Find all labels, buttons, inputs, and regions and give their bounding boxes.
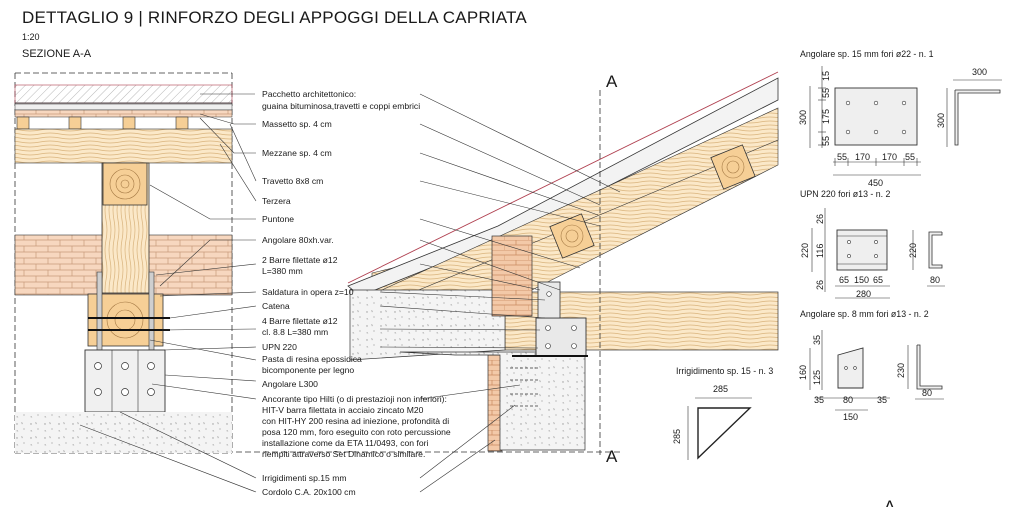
detail-angolare-8: Angolare sp. 8 mm fori ø13 - n. 2 35 125… [798,309,944,422]
upn-hdim-2: 65 [873,275,883,285]
callout-travetto: Travetto 8x8 cm [262,176,323,186]
angolare-15-width: 450 [868,178,883,188]
angolare-8-height: 160 [798,365,808,380]
irrigidimento-caption: Irrigidimento sp. 15 - n. 3 [676,366,773,376]
callout-labels: Pacchetto architettonico: guaina bitumin… [262,89,451,497]
page-title: DETTAGLIO 9 | RINFORZO DEGLI APPOGGI DEL… [22,8,527,27]
upn-side-height: 220 [908,243,918,258]
callout-resina-detail: bicomponente per legno [262,365,354,375]
section-label: SEZIONE A-A [22,48,92,60]
angolare-8-side-width: 80 [922,388,932,398]
callout-resina: Pasta di resina epossidica [262,354,362,364]
upn-side-width: 80 [930,275,940,285]
callout-barre-4-spec: cl. 8.8 L=380 mm [262,327,328,337]
callout-ancorante-line2: con HIT-HY 200 resina ad iniezione, prof… [262,416,449,426]
callout-barre-4: 4 Barre filettate ø12 [262,316,338,326]
angolare-15-side-height: 300 [936,113,946,128]
callout-mezzane: Mezzane sp. 4 cm [262,148,332,158]
upn-caption: UPN 220 fori ø13 - n. 2 [800,189,891,199]
callout-irrigidimenti: Irrigidimenti sp.15 mm [262,473,347,483]
angolare-15-hdim-0: 55 [837,152,847,162]
callout-massetto: Massetto sp. 4 cm [262,119,332,129]
angolare-8-hdim-1: 80 [843,395,853,405]
callout-ancorante-line4: installazione come da ETA 11/0493, con f… [262,438,428,448]
callout-ancorante-line5: riempiti attraverso Set Dinamico o simil… [262,449,425,459]
angolare-15-side-width: 300 [972,67,987,77]
irrigidimento-height: 285 [672,429,682,444]
angolare-15-vdim-1: 55 [821,88,831,98]
upn-vdim-2: 26 [815,280,825,290]
callout-barre-2-length: L=380 mm [262,266,303,276]
upn-width: 280 [856,289,871,299]
upn-vdim-0: 26 [815,214,825,224]
detail-angolare-15: Angolare sp. 15 mm fori ø22 - n. 1 15 55… [798,49,1002,188]
callout-pacchetto: Pacchetto architettonico: [262,89,356,99]
angolare-15-height: 300 [798,110,808,125]
callout-angolare-l300: Angolare L300 [262,379,318,389]
middle-section: A A A [236,71,896,507]
callout-upn: UPN 220 [262,342,297,352]
angolare-15-vdim-0: 15 [821,71,831,81]
angolare-15-hdim-3: 55 [905,152,915,162]
detail-upn: UPN 220 fori ø13 - n. 2 26 116 26 220 65… [800,189,945,299]
angolare-8-caption: Angolare sp. 8 mm fori ø13 - n. 2 [800,309,929,319]
angolare-8-hdim-0: 35 [814,395,824,405]
callout-angolare-80: Angolare 80xh.var. [262,235,334,245]
left-section [14,72,233,454]
callout-cordolo: Cordolo C.A. 20x100 cm [262,487,356,497]
angolare-15-hdim-1: 170 [855,152,870,162]
travetti-row [16,116,189,130]
section-mark-corner: A [884,497,896,507]
angolare-8-vdim-1: 125 [812,370,822,385]
angolare-8-width: 150 [843,412,858,422]
angolare-8-vdim-0: 35 [812,335,822,345]
scale-label: 1:20 [22,32,40,42]
section-mark-top: A [606,72,618,91]
upn-height: 220 [800,243,810,258]
callout-barre-2: 2 Barre filettate ø12 [262,255,338,265]
callout-puntone: Puntone [262,214,294,224]
callout-ancorante-line3: posa 120 mm, foro eseguito con roto perc… [262,427,451,437]
upn-vdim-1: 116 [815,244,825,258]
section-mark-bottom: A [606,447,618,466]
callout-pacchetto-detail: guaina bituminosa,travetti e coppi embri… [262,101,420,111]
callout-terzera: Terzera [262,196,291,206]
angolare-15-caption: Angolare sp. 15 mm fori ø22 - n. 1 [800,49,934,59]
upn-hdim-1: 150 [854,275,869,285]
angolare-15-hdim-2: 170 [882,152,897,162]
callout-ancorante: Ancorante tipo Hilti (o di prestazioji n… [262,394,447,404]
leader-lines [79,93,621,493]
detail-irrigidimento: Irrigidimento sp. 15 - n. 3 285 285 [672,366,773,460]
angolare-8-side-height: 230 [896,363,906,378]
irrigidimento-width: 285 [713,384,728,394]
callout-catena: Catena [262,301,290,311]
angolare-15-vdim-3: 55 [821,136,831,146]
callout-ancorante-line1: HIT-V barra filettata in acciaio zincato… [262,405,424,415]
upn-hdim-0: 65 [839,275,849,285]
callout-saldatura: Saldatura in opera z=10 [262,287,354,297]
angolare-15-vdim-2: 175 [821,109,831,124]
angolare-8-hdim-2: 35 [877,395,887,405]
